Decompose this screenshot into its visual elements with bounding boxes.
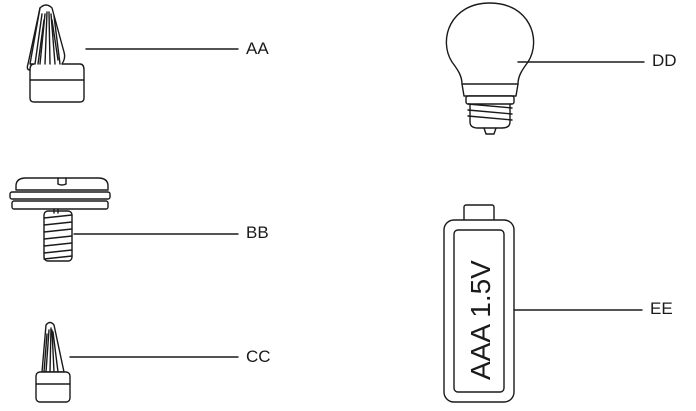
wire-nut-small-icon — [35, 321, 71, 403]
light-bulb-icon — [445, 2, 535, 135]
battery-text: AAA 1.5V — [465, 260, 496, 380]
screw-icon — [9, 177, 111, 262]
battery-icon: AAA 1.5V — [443, 204, 515, 403]
label-dd: DD — [652, 51, 677, 70]
label-ee: EE — [650, 299, 673, 318]
label-aa: AA — [246, 39, 269, 58]
wire-nut-large-icon — [26, 4, 85, 103]
label-bb: BB — [246, 223, 269, 242]
label-cc: CC — [246, 347, 271, 366]
